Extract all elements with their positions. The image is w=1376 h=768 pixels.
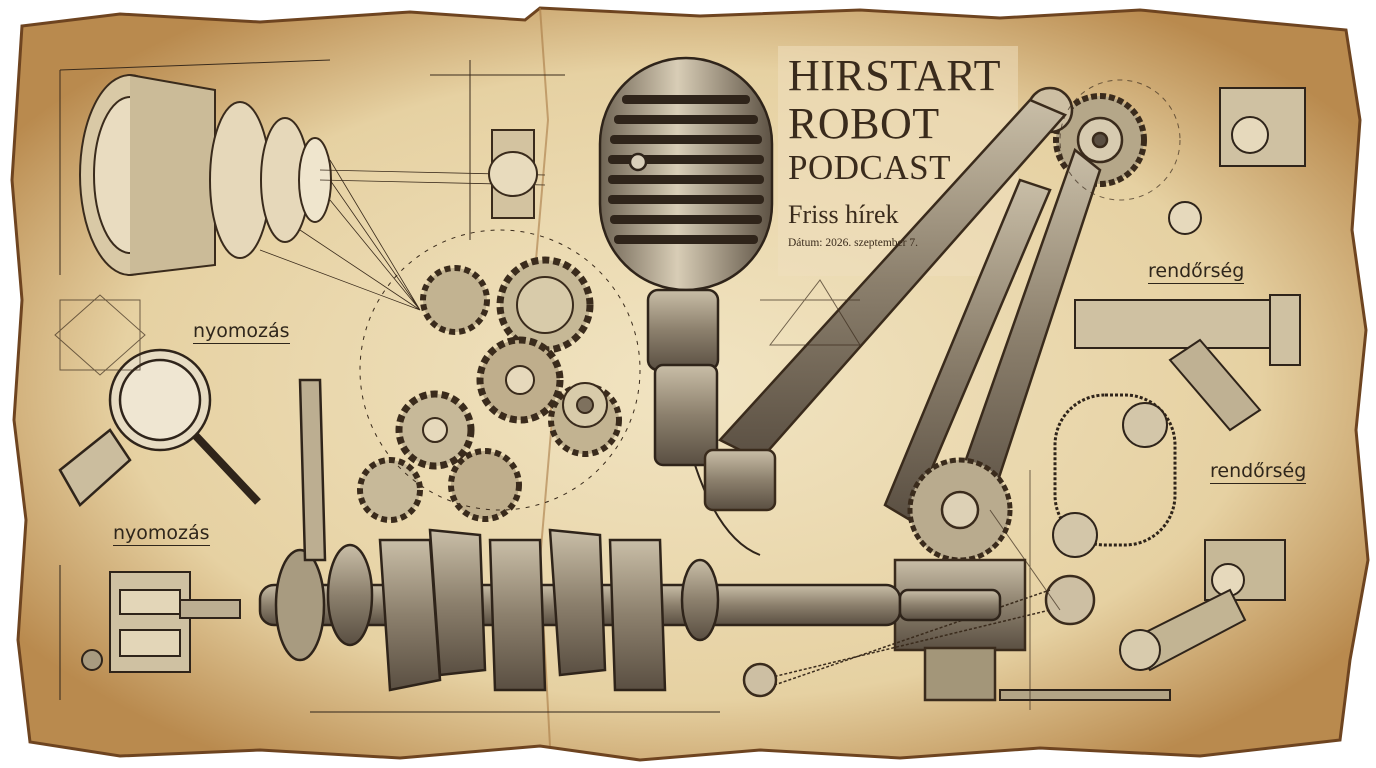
label-rendorseg-lower: rendőrség xyxy=(1210,460,1307,484)
label-nyomozas-upper: nyomozás xyxy=(193,320,290,344)
title-line-3: PODCAST xyxy=(788,148,951,187)
label-rendorseg-upper: rendőrség xyxy=(1148,260,1245,284)
title-block: HIRSTART ROBOT PODCAST Friss hírek Dátum… xyxy=(788,52,1018,250)
date-text: Dátum: 2026. szeptember 7. xyxy=(788,237,918,249)
subtitle: Friss hírek xyxy=(788,200,899,229)
title-line-2: ROBOT xyxy=(788,99,940,148)
microphone-icon xyxy=(598,56,774,556)
label-nyomozas-lower: nyomozás xyxy=(113,522,210,546)
crankshaft-icon xyxy=(258,378,1002,713)
gear-icon xyxy=(357,229,641,523)
right-mechanism-drawings xyxy=(999,87,1306,701)
magnifier-icon xyxy=(58,348,261,507)
construction-lines xyxy=(54,79,1181,710)
clamp-drawing xyxy=(59,565,241,700)
bracket-drawing xyxy=(430,60,565,240)
title-line-1: HIRSTART xyxy=(788,51,1001,100)
